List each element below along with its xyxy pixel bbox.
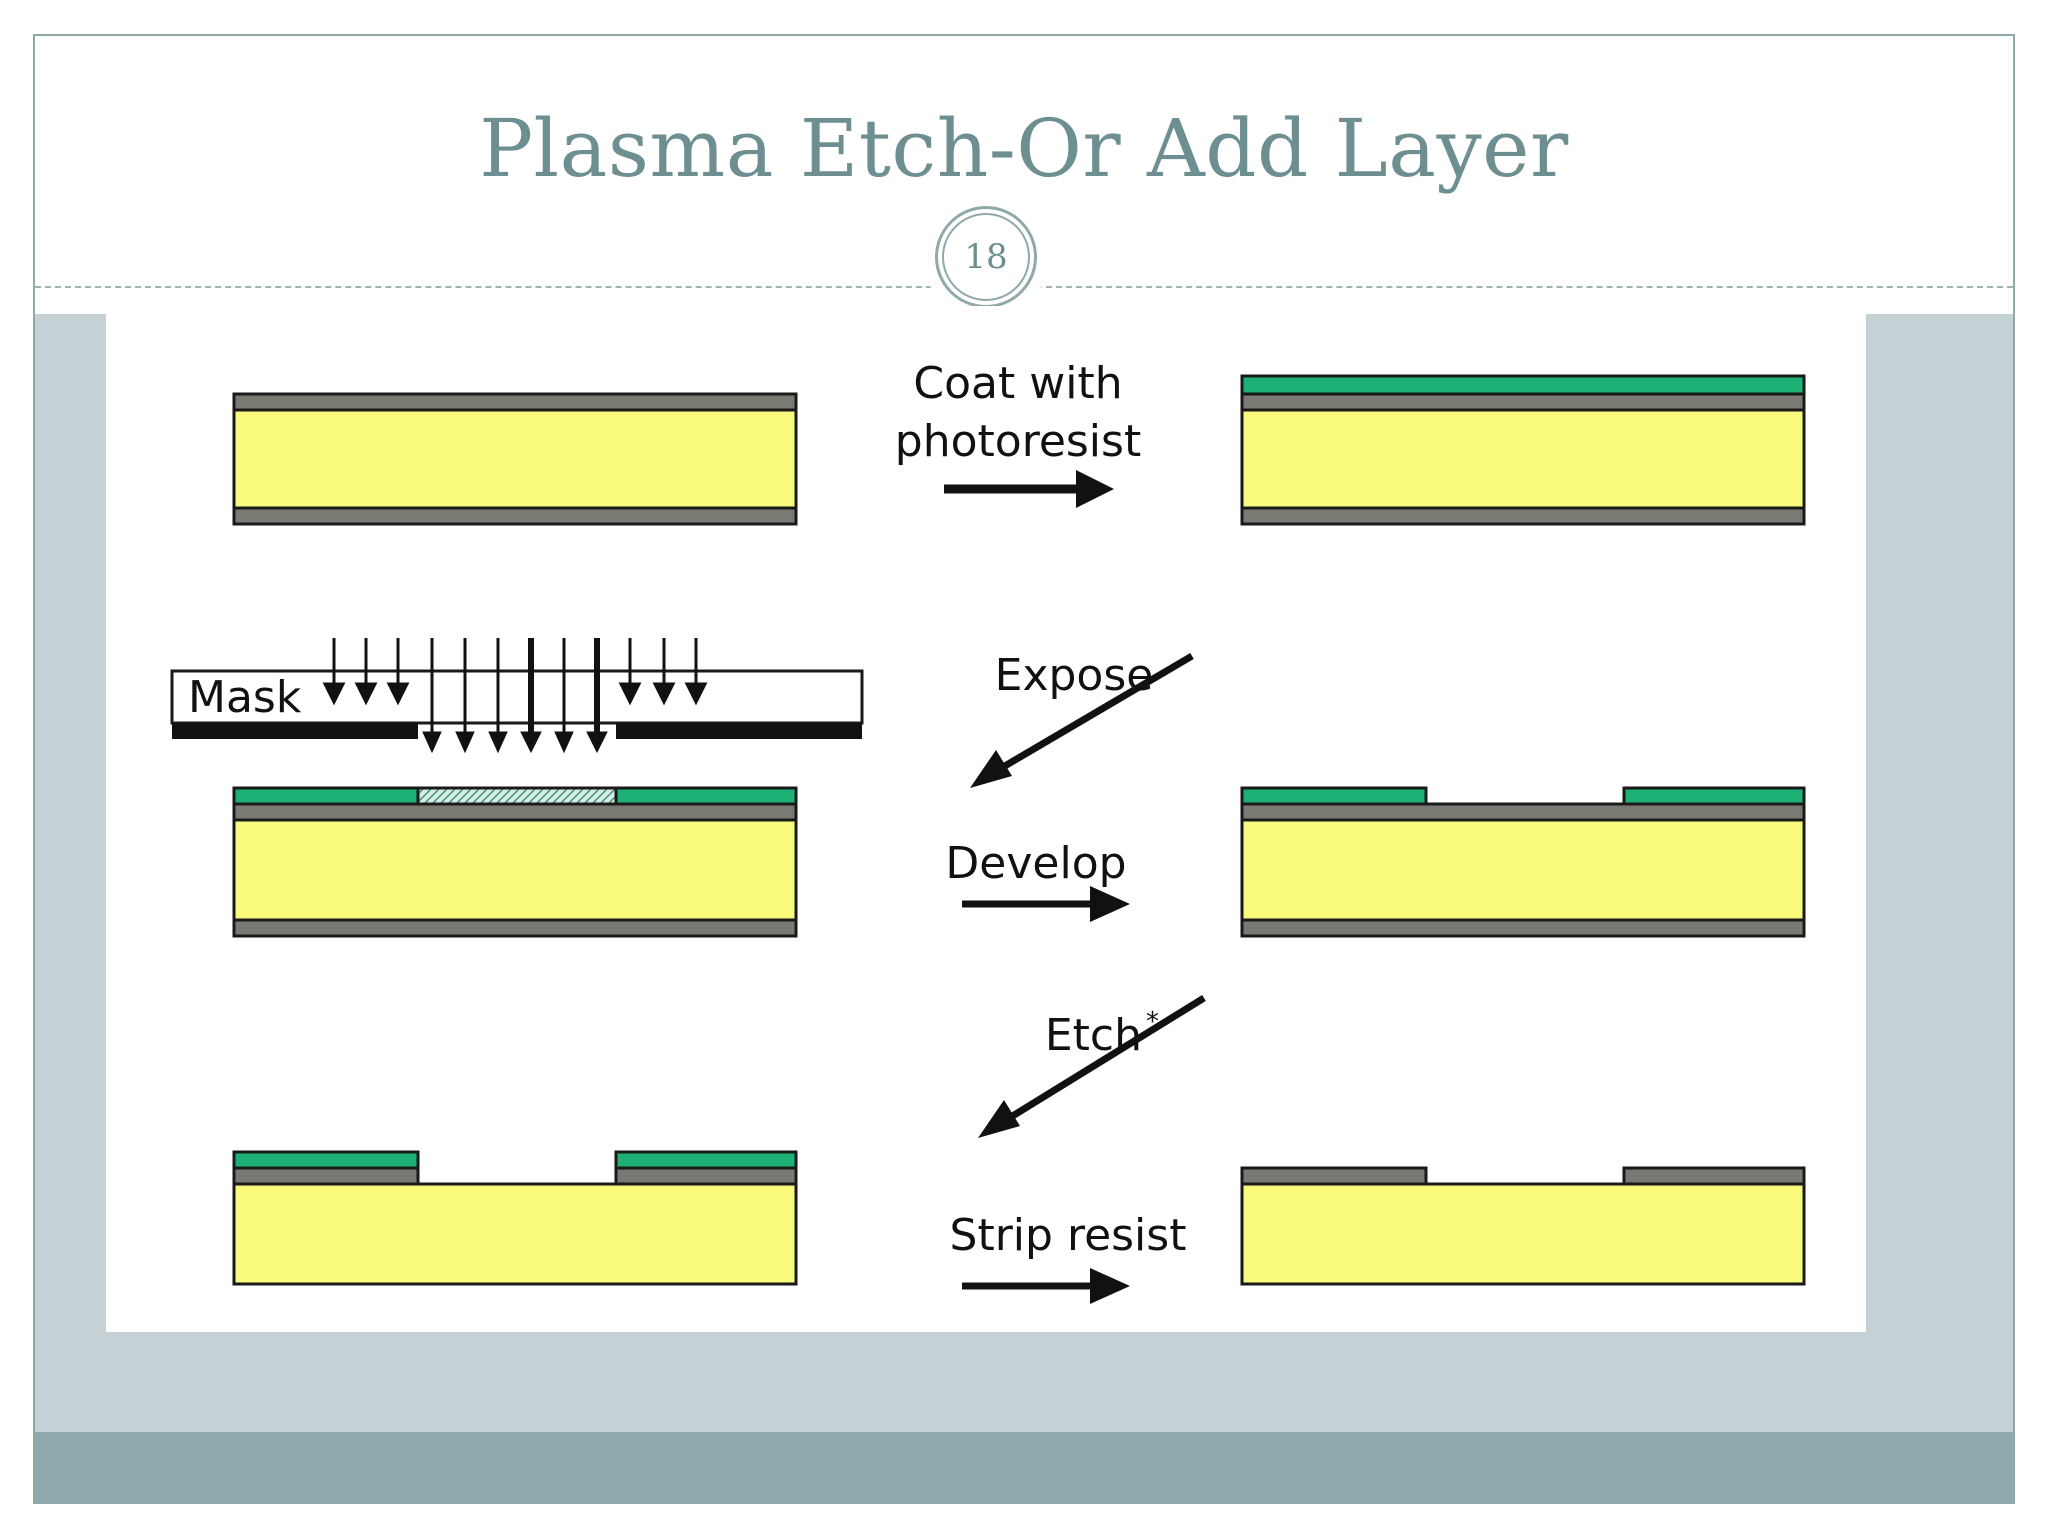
footer-band (35, 1432, 2013, 1502)
arrow-down-left-icon (978, 1100, 1020, 1138)
page-title: Plasma Etch-Or Add Layer (479, 102, 1569, 195)
coat-step: Coat with photoresist (895, 358, 1141, 508)
diagram-svg: Coat with photoresist Mask (170, 358, 1806, 1304)
mask-label: Mask (188, 672, 302, 723)
arrow-right-icon (1090, 1268, 1130, 1304)
light-arrows-blocked (322, 638, 708, 706)
expose-step: Expose (970, 650, 1194, 788)
develop-label: Develop (945, 838, 1126, 889)
slide-number-badge: 18 (923, 194, 1049, 320)
light-arrows-through (422, 638, 608, 754)
wafer-initial (232, 392, 798, 526)
photolithography-diagram: Coat with photoresist Mask (106, 306, 1866, 1332)
wafer-coated (1240, 374, 1806, 526)
wafer-developed (1240, 786, 1806, 938)
develop-step: Develop (945, 838, 1130, 922)
strip-step: Strip resist (950, 1210, 1187, 1261)
slide-number: 18 (942, 213, 1030, 301)
mask: Mask (170, 669, 864, 739)
arrow-right-icon (1076, 470, 1114, 508)
etch-label: Etch (1045, 1010, 1142, 1061)
strip-label: Strip resist (950, 1210, 1187, 1261)
arrow-down-left-icon (970, 750, 1012, 788)
wafer-exposed (232, 786, 798, 938)
etch-step: Etch * (978, 995, 1206, 1138)
slide-number-ring: 18 (935, 206, 1037, 308)
wafer-final (1240, 1166, 1806, 1286)
coat-label-line2: photoresist (895, 416, 1141, 467)
coat-label-line1: Coat with (913, 358, 1122, 409)
arrow-right-icon (1090, 886, 1130, 922)
strip-arrow (962, 1268, 1130, 1304)
wafer-etched (232, 1150, 798, 1286)
